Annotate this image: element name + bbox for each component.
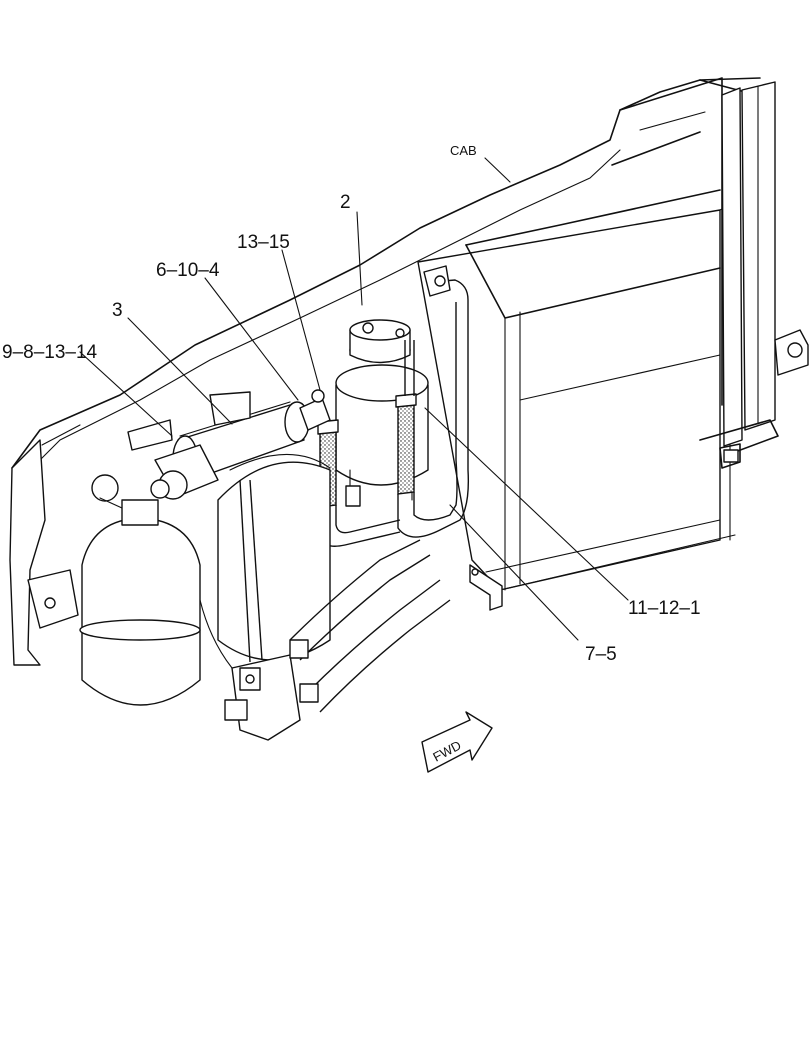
fwd-arrow: FWD — [421, 711, 493, 773]
label-item-6-10-4: 6–10–4 — [156, 260, 220, 281]
leader-lines — [79, 157, 629, 641]
label-item-11-12-1: 11–12–1 — [628, 598, 701, 619]
lower-hoses — [199, 479, 451, 741]
label-item-3: 3 — [112, 300, 123, 321]
label-cab: CAB — [450, 143, 477, 158]
label-item-7-5: 7–5 — [585, 644, 617, 665]
label-item-9-8-13-14: 9–8–13–14 — [2, 342, 98, 363]
drier-hoses — [317, 265, 470, 547]
label-item-13-15: 13–15 — [237, 232, 290, 253]
cab-outline — [11, 77, 761, 471]
chassis-frame — [9, 391, 251, 666]
tanks — [79, 453, 331, 706]
condenser-panel — [417, 189, 736, 591]
label-item-2: 2 — [340, 192, 351, 213]
mounting-bracket — [469, 564, 503, 611]
frame-posts — [699, 81, 809, 469]
